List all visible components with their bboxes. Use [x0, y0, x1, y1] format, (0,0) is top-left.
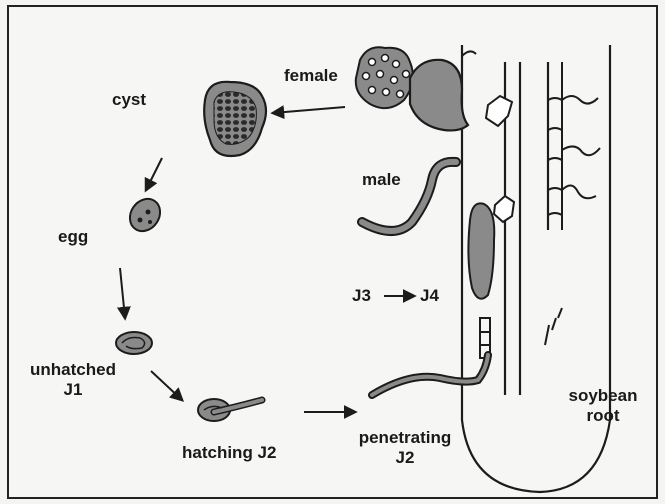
arrow-unhatched-to-hatching — [151, 371, 182, 400]
j3-j4-juvenile — [468, 203, 494, 298]
label-female: female — [284, 66, 338, 86]
arrow-female-to-cyst — [273, 107, 345, 113]
syncytium-top — [486, 96, 512, 126]
egg — [124, 193, 166, 237]
cyst — [204, 82, 266, 156]
syncytium-middle — [494, 196, 514, 222]
root-cells — [548, 62, 600, 230]
label-unhatched-line2: J1 — [20, 380, 126, 400]
arrow-cyst-to-egg — [146, 158, 162, 190]
arrow-egg-to-unhatched — [120, 268, 125, 318]
female-nematode — [356, 47, 476, 130]
label-j3: J3 — [352, 286, 371, 306]
label-root-line1: soybean — [560, 386, 646, 406]
label-penetrating: penetrating J2 — [350, 428, 460, 468]
label-cyst: cyst — [112, 90, 146, 110]
label-hatching: hatching J2 — [182, 443, 276, 463]
label-j4: J4 — [420, 286, 439, 306]
hatching-j2 — [198, 399, 262, 421]
label-penetrating-line1: penetrating — [350, 428, 460, 448]
label-soybean-root: soybean root — [560, 386, 646, 426]
label-penetrating-line2: J2 — [350, 448, 460, 468]
label-unhatched: unhatched J1 — [20, 360, 126, 400]
unhatched-j1 — [116, 332, 152, 354]
root-mark — [545, 308, 562, 345]
label-male: male — [362, 170, 401, 190]
label-root-line2: root — [560, 406, 646, 426]
label-unhatched-line1: unhatched — [20, 360, 126, 380]
label-egg: egg — [58, 227, 88, 247]
